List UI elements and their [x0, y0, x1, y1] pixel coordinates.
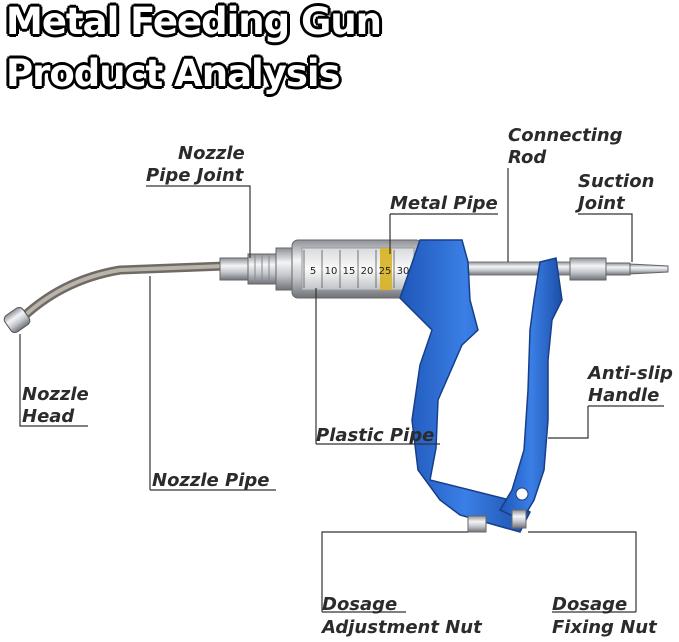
scale-label: 10: [325, 266, 338, 277]
label-suction-joint-line1: Suction: [578, 171, 655, 192]
label-anti-slip-handle-line2: Handle: [588, 385, 660, 406]
scale-label: 15: [343, 266, 356, 277]
dosage-fixing-nut-part: [511, 509, 527, 529]
scale-label: 30: [397, 266, 410, 277]
dosage-adjustment-nut-part: [467, 515, 487, 533]
label-dosage-adjustment-nut-line2: Adjustment Nut: [322, 617, 482, 638]
nozzle-pipe-joint: [219, 253, 277, 285]
label-metal-pipe: Metal Pipe: [390, 193, 498, 214]
label-dosage-adjustment-nut-line1: Dosage: [322, 594, 398, 615]
title-line-1: Metal Feeding Gun: [5, 0, 383, 44]
label-suction-joint-line2: Joint: [578, 193, 625, 214]
label-connecting-rod-line1: Connecting: [508, 125, 623, 146]
anti-slip-handle: [498, 257, 563, 521]
label-connecting-rod-line2: Rod: [508, 147, 547, 168]
title-line-2: Product Analysis: [5, 51, 342, 96]
suction-joint: [569, 257, 669, 281]
leader-lines: [19, 168, 664, 613]
scale-label: 20: [361, 266, 374, 277]
dosage-scale: 5 10 15 20 25 30: [303, 250, 410, 288]
label-nozzle-head-line1: Nozzle: [22, 384, 89, 405]
scale-label: 25: [379, 266, 392, 277]
nozzle-pipe: [13, 261, 230, 327]
label-nozzle-pipe-joint-line1: Nozzle: [178, 143, 245, 164]
handle-body: [399, 239, 531, 533]
label-nozzle-head-line2: Head: [22, 406, 75, 427]
scale-label: 5: [310, 266, 316, 277]
barrel-front-cap: [275, 247, 295, 291]
label-dosage-fixing-nut-line2: Fixing Nut: [552, 617, 657, 638]
label-nozzle-pipe: Nozzle Pipe: [152, 470, 270, 491]
label-nozzle-pipe-joint-line2: Pipe Joint: [146, 165, 244, 186]
label-plastic-pipe: Plastic Pipe: [316, 425, 435, 446]
label-anti-slip-handle-line1: Anti-slip: [588, 363, 673, 384]
nozzle-head: [3, 306, 31, 334]
label-dosage-fixing-nut-line1: Dosage: [552, 594, 628, 615]
